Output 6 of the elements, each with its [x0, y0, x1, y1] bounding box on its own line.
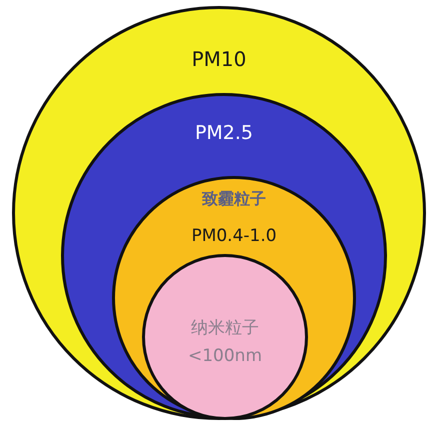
size-label: 致霾粒子 [202, 189, 266, 210]
size-label: 纳米粒子 [191, 317, 259, 339]
size-label: PM2.5 [194, 122, 254, 144]
size-label: PM0.4-1.0 [191, 226, 277, 246]
size-label: PM10 [192, 47, 246, 71]
size-label: <100nm [188, 346, 262, 366]
